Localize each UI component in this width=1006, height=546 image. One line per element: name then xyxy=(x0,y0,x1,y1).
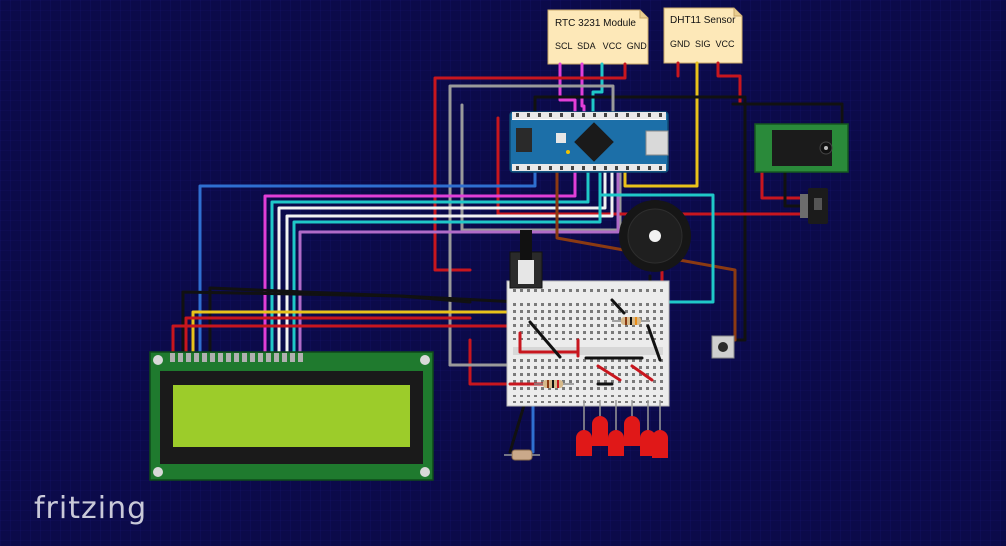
wire-black-right[interactable] xyxy=(731,102,747,342)
dht-sensor-pins: GND SIG VCC xyxy=(670,39,735,49)
wire-lcd-cyan[interactable] xyxy=(270,166,590,360)
arduino-chip xyxy=(574,122,614,162)
wire-red-bb-left[interactable] xyxy=(468,338,522,386)
led-1[interactable] xyxy=(576,400,592,456)
red-led-icon xyxy=(624,416,640,446)
resistor-top[interactable] xyxy=(612,317,650,325)
wire-lcd-blue[interactable] xyxy=(198,166,537,360)
wire-gray-top[interactable] xyxy=(448,84,615,367)
red-led-icon xyxy=(576,430,592,456)
dht-sensor-note[interactable]: DHT11 Sensor GND SIG VCC xyxy=(663,7,743,64)
wire-lcd-red-1[interactable] xyxy=(171,324,522,360)
bb-jumper-black-1[interactable] xyxy=(528,320,562,359)
wire-lcd-black-2[interactable] xyxy=(208,286,472,360)
red-led-icon xyxy=(592,416,608,446)
wire-rtc-gnd[interactable] xyxy=(433,62,627,272)
bb-jumper-red-2[interactable] xyxy=(596,364,622,382)
wire-lcd-white-1[interactable] xyxy=(277,166,607,360)
arduino-nano[interactable] xyxy=(509,111,669,173)
potentiometer[interactable] xyxy=(509,230,543,289)
rtc-module-note[interactable]: RTC 3231 Module SCL SDA VCC GND xyxy=(547,9,649,65)
arduino-top-pins xyxy=(516,113,662,117)
bb-jumper-black-2[interactable] xyxy=(610,298,626,315)
arduino-led xyxy=(566,150,570,154)
rtc-module-pins: SCL SDA VCC GND xyxy=(555,41,647,51)
arduino-icsp-header xyxy=(516,128,532,152)
arduino-usb-port xyxy=(645,130,669,156)
fritzing-logo: fritzing xyxy=(34,491,147,526)
lcd-header-pins xyxy=(170,353,303,362)
led-2[interactable] xyxy=(592,400,608,446)
wire-rtc-scl[interactable] xyxy=(558,62,577,120)
lcd-screen xyxy=(173,385,410,447)
lcd-display[interactable] xyxy=(149,351,434,481)
wire-lcd-white-2[interactable] xyxy=(285,166,614,360)
dht-sensor-title: DHT11 Sensor xyxy=(670,15,736,26)
push-button[interactable] xyxy=(711,335,735,359)
half-breadboard[interactable] xyxy=(506,280,670,407)
wire-lcd-red-2[interactable] xyxy=(184,316,472,360)
wire-cyan-button[interactable] xyxy=(598,193,715,304)
led-6[interactable] xyxy=(652,400,668,458)
photoresistor-icon xyxy=(511,449,533,461)
wire-gnd-top[interactable] xyxy=(533,95,844,132)
red-led-icon xyxy=(652,430,668,458)
resistor-bottom[interactable] xyxy=(534,380,574,388)
breadboard-components xyxy=(508,298,662,388)
red-led-icon xyxy=(608,430,624,456)
piezo-buzzer[interactable] xyxy=(619,200,691,272)
rtc-module-title: RTC 3231 Module xyxy=(555,18,636,29)
wire-gray-2[interactable] xyxy=(460,103,622,232)
dc-jack-module[interactable] xyxy=(754,123,849,173)
arduino-bottom-pins xyxy=(516,166,662,170)
wire-red-switch[interactable] xyxy=(496,116,802,216)
wire-lcd-yellow[interactable] xyxy=(191,310,532,360)
wire-lcd-magenta[interactable] xyxy=(263,166,577,360)
wire-dht-vcc[interactable] xyxy=(716,61,742,106)
led-array[interactable] xyxy=(576,400,668,458)
bb-jumper-red-1[interactable] xyxy=(518,331,580,354)
led-3[interactable] xyxy=(608,400,624,456)
photoresistor[interactable] xyxy=(504,449,540,461)
bb-jumper-black-3[interactable] xyxy=(646,324,662,362)
led-4[interactable] xyxy=(624,400,640,446)
slide-switch[interactable] xyxy=(800,188,828,224)
wire-dht-sig[interactable] xyxy=(623,61,699,188)
bb-jumper-red-3[interactable] xyxy=(630,364,654,382)
arduino-reset-button xyxy=(556,133,566,143)
